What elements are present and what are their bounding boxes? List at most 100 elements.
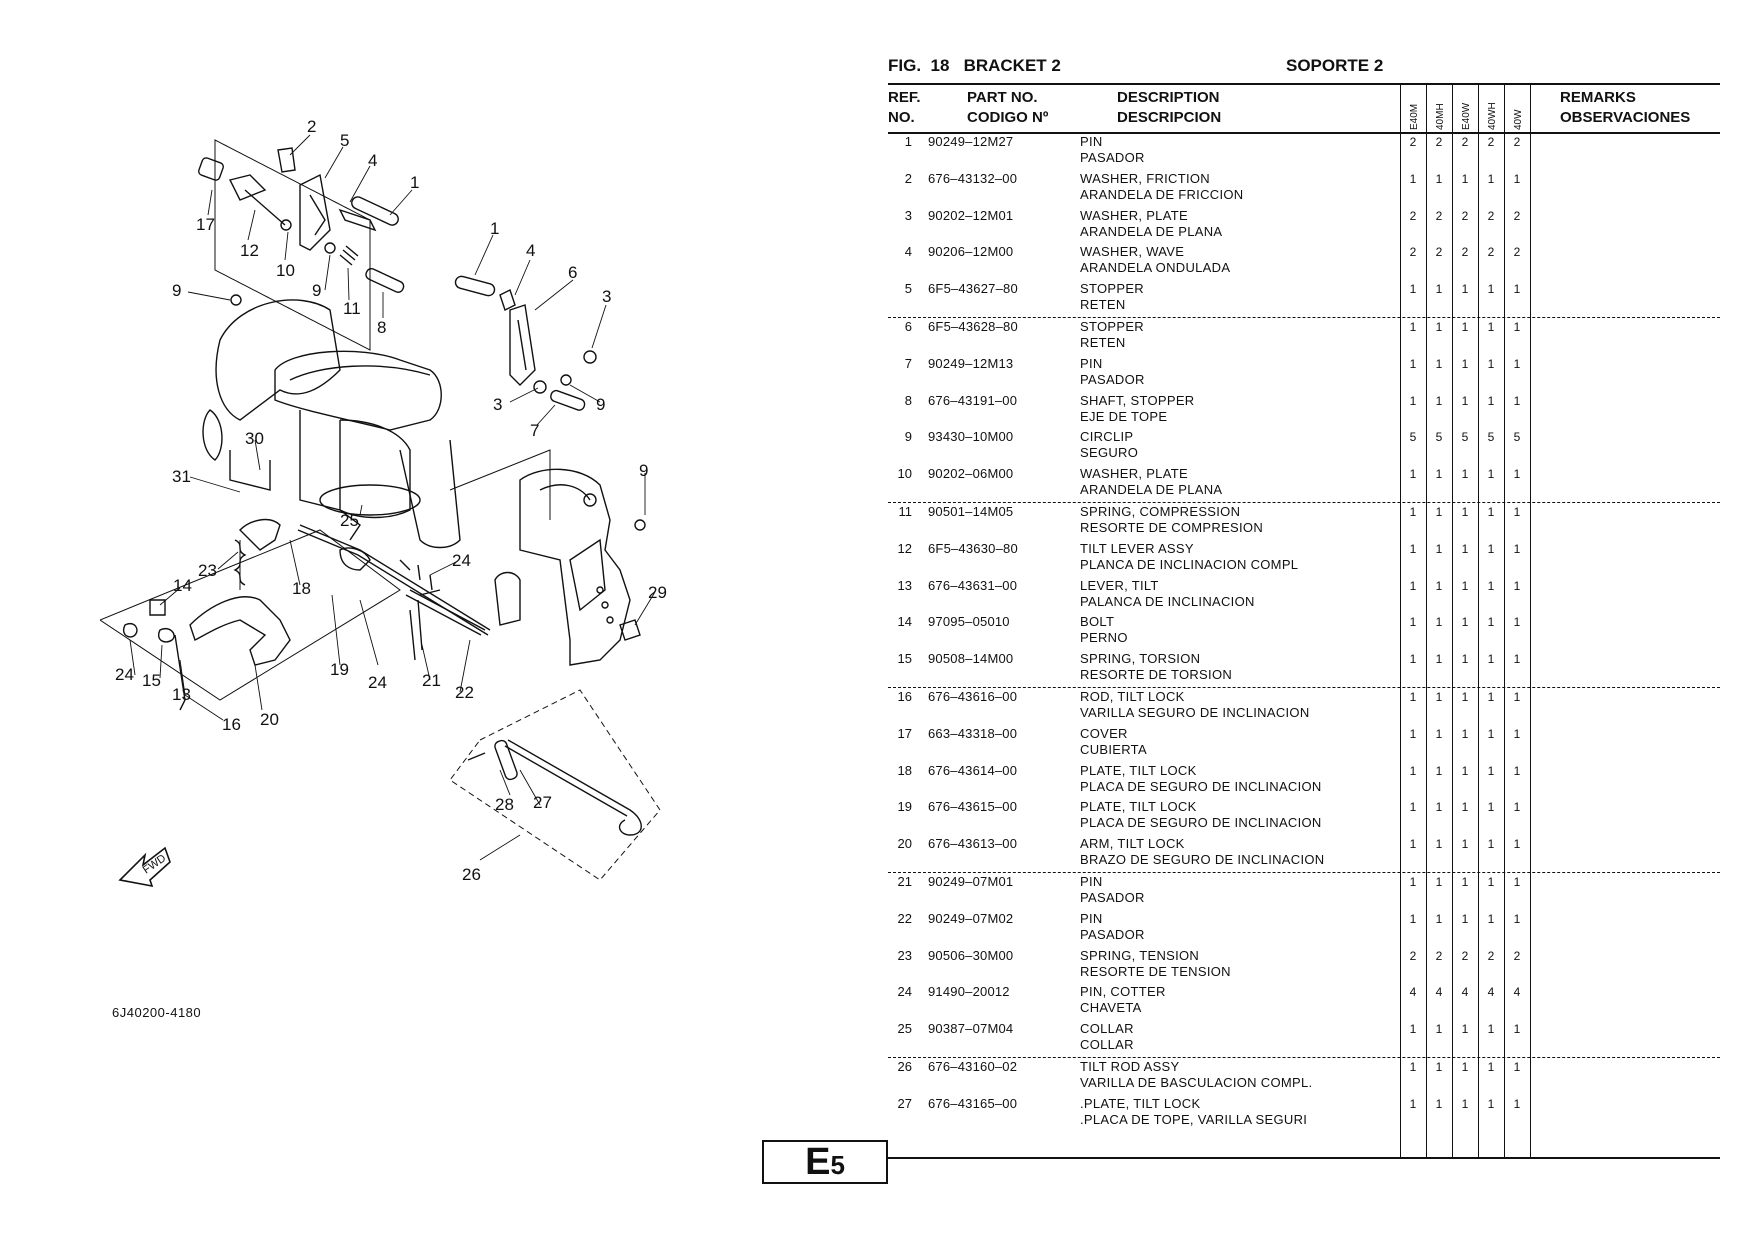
description-en: STOPPER xyxy=(1080,281,1144,297)
description-es: VARILLA DE BASCULACION COMPL. xyxy=(1080,1074,1313,1090)
description-en: WASHER, PLATE xyxy=(1080,207,1188,223)
quantity: 1 xyxy=(1409,541,1417,556)
ref-number: 25 xyxy=(897,1021,912,1037)
quantity: 5 xyxy=(1513,430,1521,445)
callout: 10 xyxy=(276,261,295,280)
header-description: DESCRIPTION xyxy=(1117,89,1220,106)
description-es: ARANDELA DE PLANA xyxy=(1080,482,1223,498)
drawing-code: 6J40200-4180 xyxy=(112,1005,202,1020)
quantity: 1 xyxy=(1513,504,1521,519)
ref-number: 11 xyxy=(898,503,913,519)
description-en: COVER xyxy=(1080,725,1128,741)
quantity: 1 xyxy=(1435,615,1443,630)
quantity: 1 xyxy=(1409,467,1417,482)
quantity: 2 xyxy=(1435,135,1443,149)
part-number: 97095–05010 xyxy=(928,614,1010,630)
quantity: 1 xyxy=(1461,282,1469,297)
quantity: 1 xyxy=(1487,578,1495,593)
description-en: ARM, TILT LOCK xyxy=(1080,836,1185,852)
quantity: 1 xyxy=(1513,356,1521,371)
ref-number: 4 xyxy=(904,244,912,260)
quantity: 1 xyxy=(1435,652,1443,667)
callout: 12 xyxy=(240,241,259,260)
ref-number: 5 xyxy=(904,281,912,297)
description-es: RESORTE DE COMPRESION xyxy=(1080,519,1264,535)
quantity: 1 xyxy=(1409,578,1417,593)
col-head-ref: REF. NO. xyxy=(888,88,921,128)
description-en: PIN xyxy=(1080,910,1103,926)
quantity: 2 xyxy=(1513,245,1521,260)
description-en: PIN xyxy=(1080,134,1103,149)
quantity: 1 xyxy=(1487,689,1495,704)
quantity: 1 xyxy=(1435,467,1443,482)
quantity: 1 xyxy=(1487,726,1495,741)
quantity: 4 xyxy=(1461,985,1469,1000)
table-head-rule xyxy=(888,132,1720,134)
figure-label: FIG. 18 BRACKET 2 xyxy=(888,56,1061,75)
part-number: 90202–12M01 xyxy=(928,207,1014,223)
callout: 2 xyxy=(307,120,316,136)
callout: 28 xyxy=(495,795,514,814)
quantity: 1 xyxy=(1487,171,1495,186)
quantity: 1 xyxy=(1461,652,1469,667)
ref-number: 18 xyxy=(897,762,912,778)
ref-number: 27 xyxy=(897,1095,912,1111)
quantity: 2 xyxy=(1461,208,1469,223)
callout: 15 xyxy=(142,671,161,690)
part-number: 676–43165–00 xyxy=(928,1095,1018,1111)
quantity: 1 xyxy=(1461,1059,1469,1074)
model-label: E40W xyxy=(1461,102,1472,130)
quantity: 1 xyxy=(1487,911,1495,926)
ref-number: 2 xyxy=(904,170,912,186)
quantity: 1 xyxy=(1487,800,1495,815)
header-observaciones: OBSERVACIONES xyxy=(1560,109,1691,126)
col-head-remarks: REMARKS OBSERVACIONES xyxy=(1560,88,1690,128)
quantity: 1 xyxy=(1435,837,1443,852)
quantity: 2 xyxy=(1513,135,1521,149)
part-number: 676–43615–00 xyxy=(928,799,1018,815)
fwd-arrow-icon xyxy=(118,846,171,888)
quantity: 1 xyxy=(1409,319,1417,334)
quantity: 1 xyxy=(1409,1096,1417,1111)
figure-header: FIG. 18 BRACKET 2 SOPORTE 2 xyxy=(888,56,1720,80)
quantity: 1 xyxy=(1487,837,1495,852)
quantity: 1 xyxy=(1487,319,1495,334)
description-en: WASHER, WAVE xyxy=(1080,244,1185,260)
right-bracket-frame xyxy=(449,449,551,520)
callout: 7 xyxy=(530,421,539,440)
description-en: SPRING, TORSION xyxy=(1080,651,1201,667)
quantity: 1 xyxy=(1487,282,1495,297)
description-es: ARANDELA DE FRICCION xyxy=(1080,186,1244,202)
quantity: 1 xyxy=(1513,171,1521,186)
part-number: 90249–07M01 xyxy=(928,873,1014,889)
quantity: 5 xyxy=(1409,430,1417,445)
quantity: 1 xyxy=(1435,874,1443,889)
description-es: VARILLA SEGURO DE INCLINACION xyxy=(1080,704,1310,720)
quantity: 1 xyxy=(1487,652,1495,667)
figure-title-es: SOPORTE 2 xyxy=(1286,56,1384,75)
header-part-no: PART NO. xyxy=(967,89,1038,106)
description-en: SPRING, TENSION xyxy=(1080,947,1200,963)
column-divider xyxy=(1452,84,1453,1158)
ref-number: 1 xyxy=(904,134,912,149)
callout: 9 xyxy=(312,281,321,300)
quantity: 1 xyxy=(1513,837,1521,852)
page-code: E xyxy=(805,1141,831,1183)
part-number: 676–43132–00 xyxy=(928,170,1018,186)
column-divider xyxy=(1504,84,1505,1158)
quantity: 1 xyxy=(1435,541,1443,556)
quantity: 1 xyxy=(1513,615,1521,630)
description-es: PASADOR xyxy=(1080,889,1145,905)
part-number: 90249–12M27 xyxy=(928,134,1014,149)
quantity: 1 xyxy=(1487,504,1495,519)
quantity: 1 xyxy=(1513,393,1521,408)
quantity: 1 xyxy=(1435,726,1443,741)
description-en: SPRING, COMPRESSION xyxy=(1080,503,1241,519)
